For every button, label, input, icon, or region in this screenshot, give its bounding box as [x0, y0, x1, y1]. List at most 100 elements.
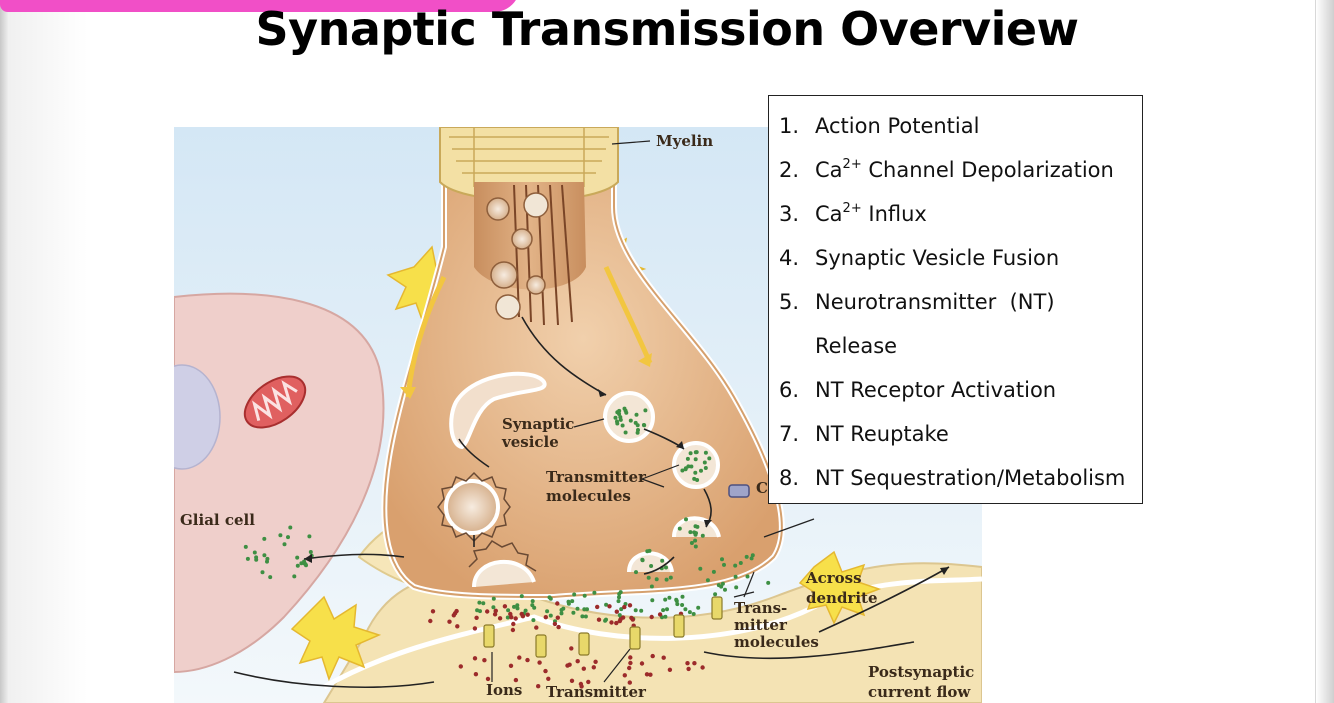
transmitter-dot [615, 421, 620, 426]
ion-dot [455, 624, 460, 629]
transmitter-dot [617, 592, 622, 596]
transmitter-dot [613, 415, 618, 420]
ion-dot [428, 618, 433, 624]
transmitter-dot [515, 603, 520, 608]
yellow-arrow-left [405, 275, 447, 398]
transmitter-dot [707, 456, 712, 461]
transmitter-dot [680, 594, 685, 599]
label-postsynaptic-line1: Postsynaptic [868, 663, 974, 681]
window-right-edge [1316, 0, 1334, 703]
transmitter-dot [262, 553, 267, 558]
pink-highlight-strip [0, 0, 520, 12]
ion-dot [685, 661, 690, 666]
ion-dot [454, 608, 459, 614]
transmitter-dot [491, 596, 496, 601]
transmitter-dot [604, 602, 609, 607]
step-item-3: 3.Ca2+ Influx [779, 201, 927, 226]
glial-nucleus [174, 364, 221, 470]
transmitter-dot [693, 457, 698, 462]
transmitter-dot [664, 565, 668, 570]
ion-dot [648, 672, 653, 677]
ion-dot [567, 662, 572, 667]
transmitter-dot [674, 599, 679, 603]
glial-cell [174, 292, 385, 674]
transmitter-dot [548, 596, 553, 601]
ion-dot [555, 615, 560, 620]
transmitter-dot [583, 614, 588, 619]
ion-dot [627, 665, 632, 671]
transmitter-dot [491, 605, 496, 610]
label-myelin: Myelin [656, 132, 713, 150]
ion-dot [472, 626, 478, 631]
transmitter-dot [623, 430, 628, 435]
transmitter-dot [692, 530, 697, 535]
transmitter-dot [515, 606, 520, 611]
transmitter-dot [693, 450, 698, 455]
transmitter-dot [519, 594, 524, 599]
ion-dot [628, 655, 633, 660]
ion-dot [552, 621, 558, 627]
transmitter-dot [523, 608, 528, 613]
transmitter-dot [260, 570, 265, 575]
label-transmitter-molecules-line2: molecules [546, 487, 631, 505]
electric-flash-dendrite [798, 550, 882, 625]
transmitter-dot [530, 603, 535, 608]
transmitter-dot [616, 599, 621, 604]
transmitter-dot [661, 608, 666, 613]
transmitter-dot [559, 611, 564, 616]
transmitter-dot [531, 618, 536, 623]
transmitter-dot [617, 595, 621, 600]
transmitter-dot [617, 613, 622, 618]
ion-dot [458, 664, 463, 669]
transmitter-dot [307, 534, 312, 539]
fusing-vesicle-left [472, 559, 536, 588]
transmitter-dot [282, 542, 287, 547]
transmitter-dot [512, 604, 516, 609]
ion-dot [692, 661, 697, 666]
transmitter-dot [634, 412, 639, 417]
axon-vesicle-filled [523, 192, 549, 218]
calcium-channel [728, 484, 750, 498]
transmitter-dot [640, 557, 645, 562]
transmitter-dot [295, 563, 300, 568]
transmitter-dot [668, 575, 673, 580]
ion-dot [525, 612, 530, 617]
postsynaptic-membrane [322, 576, 982, 690]
transmitter-dot [620, 423, 625, 428]
transmitter-dot [745, 574, 750, 579]
axon-vesicle [511, 228, 533, 250]
label-partial-c: C [756, 479, 768, 497]
ion-dot [537, 660, 542, 665]
label-across-dendrite-line2: dendrite [806, 589, 878, 607]
transmitter-dot [303, 562, 308, 567]
transmitter-dot [571, 610, 576, 615]
ion-dot [536, 684, 541, 689]
transmitter-dot [693, 470, 698, 475]
ion-dot [451, 613, 456, 618]
transmitter-dot [245, 556, 250, 561]
ion-dot [513, 616, 518, 621]
transmitter-dot [720, 581, 725, 586]
transmitter-dot [649, 564, 654, 568]
transmitter-dot [722, 562, 726, 567]
transmitter-dot [572, 592, 577, 597]
transmitter-dot [604, 617, 608, 622]
transmitter-dot [683, 466, 688, 471]
ion-dot [650, 653, 655, 659]
label-ions: Ions [486, 681, 522, 699]
transmitter-dot [744, 554, 749, 559]
ion-dot [517, 655, 522, 660]
transmitter-dot [295, 555, 300, 560]
transmitter-dot [288, 525, 293, 530]
transmitter-dot [570, 599, 575, 604]
label-synaptic-vesicle-line2: vesicle [501, 433, 559, 451]
transmitter-dot [738, 561, 743, 565]
ion-dot [575, 659, 580, 664]
ion-dot [593, 659, 598, 664]
axon-vesicle-filled [495, 294, 521, 320]
transmitter-dot [649, 584, 654, 589]
fusing-vesicle-spikes [468, 540, 537, 572]
axon-vesicle [490, 261, 518, 289]
ion-dot [546, 676, 551, 681]
neurotransmitter-dots [243, 406, 771, 689]
